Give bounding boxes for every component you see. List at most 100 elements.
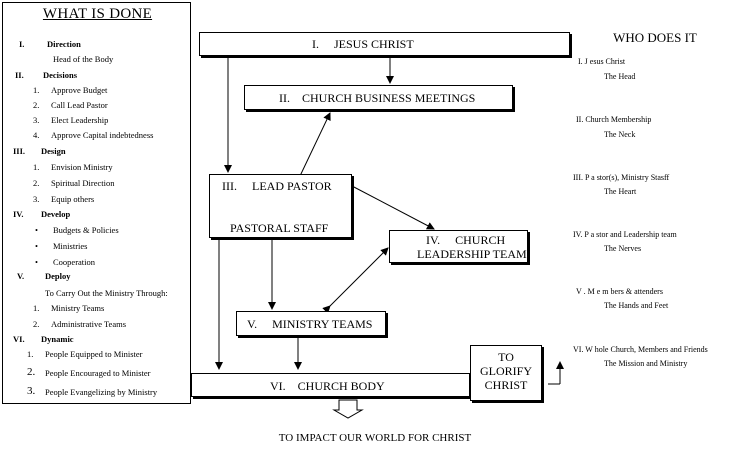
who-line: I. J esus Christ xyxy=(578,57,626,66)
section-label: Develop xyxy=(41,209,71,219)
section-number: IV. xyxy=(13,209,24,219)
who-line: V . M e m bers & attenders xyxy=(576,287,663,296)
church-body-label: VI. CHURCH BODY xyxy=(270,379,385,394)
box-number: I. xyxy=(312,37,319,51)
church-leadership-team-box xyxy=(389,230,528,263)
item-text: Administrative Teams xyxy=(51,319,127,329)
box-number: III. xyxy=(222,179,237,193)
church-business-meetings-label: II. CHURCH BUSINESS MEETINGS xyxy=(279,91,475,106)
box-number: II. xyxy=(279,91,290,105)
who-entry: II. Church Membership xyxy=(576,115,651,124)
ministry-teams-label: V. MINISTRY TEAMS xyxy=(247,317,372,332)
item-text: Envision Ministry xyxy=(51,162,113,172)
item-text: People Equipped to Minister xyxy=(45,349,143,359)
leadership-team-label: LEADERSHIP TEAM xyxy=(417,247,527,261)
jesus-christ-label: I. JESUS CHRIST xyxy=(312,37,414,52)
glorify-christ-box xyxy=(470,345,542,401)
item-text: People Encouraged to Minister xyxy=(45,368,151,378)
left-panel-title: WHAT IS DONE xyxy=(42,6,153,22)
section-label: Dynamic xyxy=(41,334,74,344)
who-entry: IV. P a stor and Leadership team xyxy=(573,230,677,239)
box-number: IV. xyxy=(426,233,441,247)
item-text: Spiritual Direction xyxy=(51,178,115,188)
box-label: CHURCH BODY xyxy=(297,379,385,393)
glorify-christ-label: TO GLORIFY CHRIST xyxy=(470,350,542,392)
item-marker: 3. xyxy=(33,115,40,125)
item-text: Ministries xyxy=(53,241,88,251)
who-role: The Nerves xyxy=(604,244,642,253)
section-label: Direction xyxy=(47,39,81,49)
glorify-line: CHRIST xyxy=(484,378,528,392)
item-marker: 3. xyxy=(27,385,36,397)
who-role: The Mission and Ministry xyxy=(604,359,688,368)
item-marker: 1. xyxy=(33,85,40,95)
bullet-icon: • xyxy=(35,257,38,267)
who-entry: III. P a stor(s), Ministry Stasff xyxy=(573,173,669,182)
section-number: I. xyxy=(19,39,25,49)
section-decisions: II. Decisions xyxy=(15,70,175,81)
item-text: Call Lead Pastor xyxy=(51,100,108,110)
section-design: III. Design xyxy=(13,146,173,157)
box-number: VI. xyxy=(270,379,286,393)
footer-mission: TO IMPACT OUR WORLD FOR CHRIST xyxy=(278,432,472,444)
item-text: Budgets & Policies xyxy=(53,225,119,235)
section-label: Design xyxy=(41,146,66,156)
item-marker: 1. xyxy=(33,162,40,172)
glorify-line: TO xyxy=(498,350,514,364)
section-label: Decisions xyxy=(43,70,77,80)
jesus-christ-box xyxy=(199,32,570,56)
pastoral-staff-label: PASTORAL STAFF xyxy=(230,221,329,235)
item-marker: 2. xyxy=(33,178,40,188)
arrow-business-pastor xyxy=(293,112,331,185)
box-number: V. xyxy=(247,317,258,331)
section-number: II. xyxy=(15,70,24,80)
box-label: CHURCH BUSINESS MEETINGS xyxy=(302,91,476,105)
item-text: People Evangelizing by Ministry xyxy=(45,387,158,397)
bullet-icon: • xyxy=(35,241,38,251)
church-leadership-label: IV. CHURCH xyxy=(426,233,505,248)
box-label: CHURCH xyxy=(455,233,506,247)
section-dynamic: VI. Dynamic xyxy=(13,334,173,345)
section-number: III. xyxy=(13,146,26,156)
item-marker: 2. xyxy=(27,366,36,378)
who-line: IV. P a stor and Leadership team xyxy=(573,230,677,239)
church-body-box xyxy=(191,373,470,397)
arrow-pastor-leadership xyxy=(343,179,435,230)
who-line: III. P a stor(s), Ministry Stasff xyxy=(573,173,670,182)
item-marker: 2. xyxy=(33,100,40,110)
box-label: LEAD PASTOR xyxy=(252,179,332,193)
arrow-leadership-ministry xyxy=(322,247,389,314)
who-role: The Hands and Feet xyxy=(604,301,669,310)
who-entry: VI. W hole Church, Members and Friends xyxy=(573,345,708,354)
who-role: The Heart xyxy=(604,187,637,196)
item-marker: 1. xyxy=(33,303,40,313)
box-label: MINISTRY TEAMS xyxy=(272,317,373,331)
who-role: The Head xyxy=(604,72,636,81)
church-business-meetings-box xyxy=(244,85,513,110)
down-arrow-icon xyxy=(332,399,364,419)
ministry-teams-box xyxy=(236,311,386,336)
section-number: V. xyxy=(17,271,25,281)
bullet-icon: • xyxy=(35,225,38,235)
who-line: II. Church Membership xyxy=(576,115,652,124)
lead-pastor-label: III. LEAD PASTOR xyxy=(222,179,332,194)
who-entry: I. J esus Christ xyxy=(578,57,625,66)
section-number: VI. xyxy=(13,334,25,344)
who-entry: V . M e m bers & attenders xyxy=(576,287,663,296)
section-deploy: V. Deploy xyxy=(17,271,177,282)
item-text: Ministry Teams xyxy=(51,303,105,313)
section-label: Deploy xyxy=(45,271,71,281)
item-text: Approve Budget xyxy=(51,85,108,95)
item-marker: 2. xyxy=(33,319,40,329)
item-text: Approve Capital indebtedness xyxy=(51,130,154,140)
item-marker: 4. xyxy=(33,130,40,140)
what-is-done-panel: WHAT IS DONE I. Direction Head of the Bo… xyxy=(2,2,191,404)
who-role: The Neck xyxy=(604,130,636,139)
box-label: JESUS CHRIST xyxy=(334,37,414,51)
who-does-it-title: WHO DOES IT xyxy=(613,30,697,45)
lead-pastor-box xyxy=(209,174,352,238)
item-text: To Carry Out the Ministry Through: xyxy=(45,288,168,298)
item-text: Head of the Body xyxy=(53,54,114,64)
section-direction: I. Direction xyxy=(19,39,179,50)
